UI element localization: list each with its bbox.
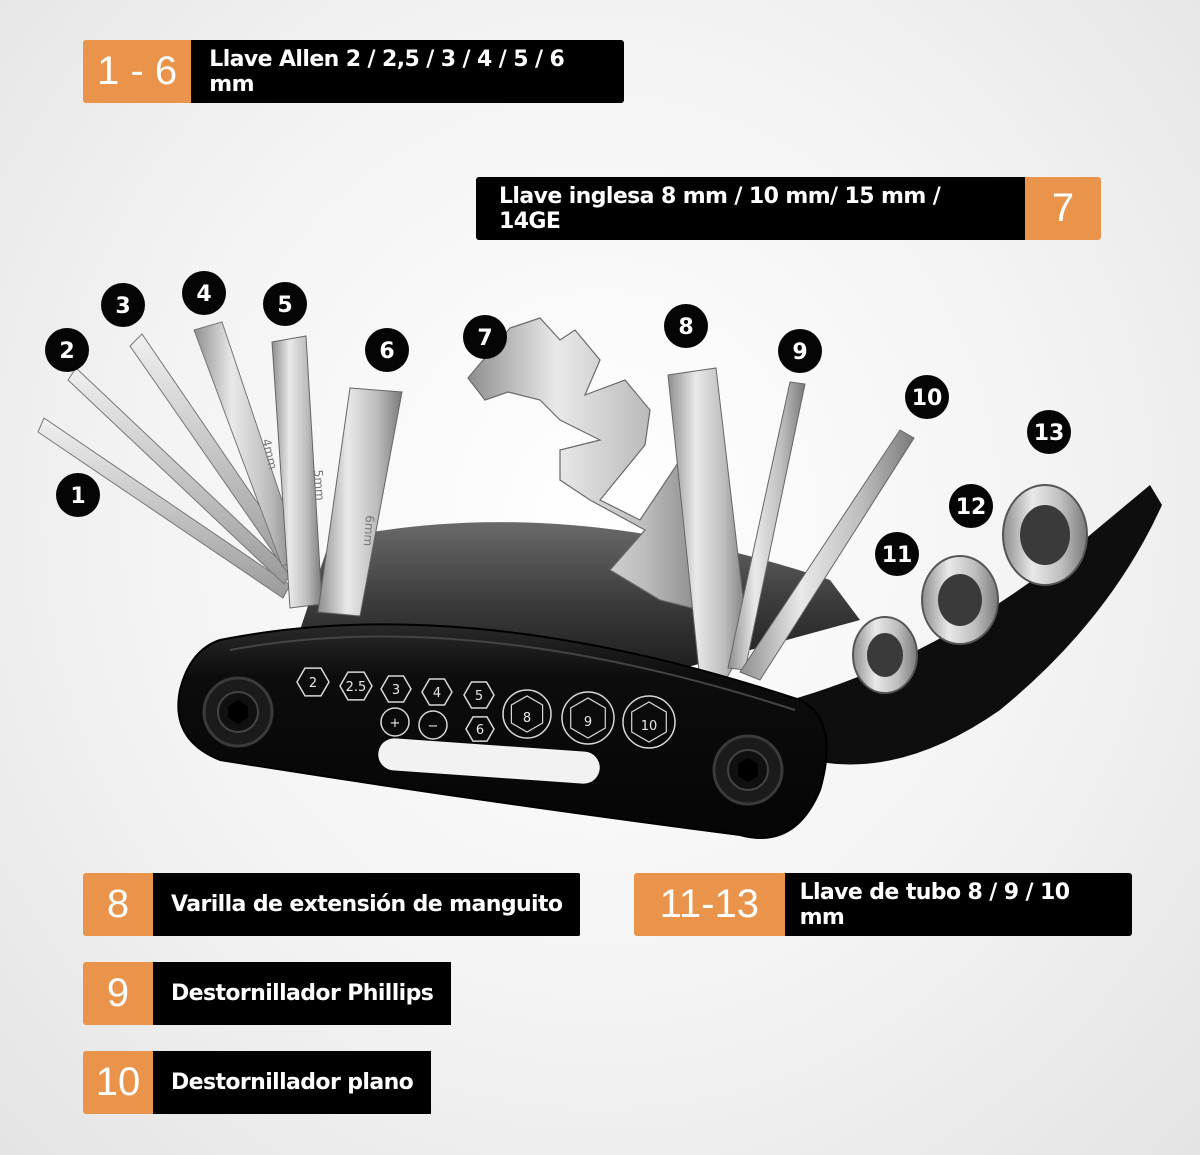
size-mark: 9	[561, 691, 615, 745]
number-badge-4: 4	[182, 271, 226, 315]
legend-number: 11-13	[634, 873, 785, 936]
body-slot	[378, 738, 600, 784]
size-mark-label: 6	[476, 723, 484, 738]
flat-screwdriver	[739, 429, 915, 681]
legend-socket-extension: 8 Varilla de extensión de manguito	[83, 873, 581, 936]
bolt-left	[202, 676, 274, 748]
number-badge-10: 10	[905, 375, 949, 419]
badge-label: 10	[912, 386, 943, 411]
size-mark: 2.5	[339, 671, 373, 701]
size-mark: 3	[380, 675, 412, 703]
number-badge-11: 11	[875, 532, 919, 576]
legend-wrench: Llave inglesa 8 mm / 10 mm/ 15 mm / 14GE…	[476, 177, 1101, 240]
size-mark-label: 10	[641, 719, 658, 734]
badge-label: 12	[956, 495, 987, 520]
legend-allen-keys: 1 - 6 Llave Allen 2 / 2,5 / 3 / 4 / 5 / …	[83, 40, 624, 103]
badge-label: 6	[379, 339, 394, 364]
number-badge-3: 3	[101, 283, 145, 327]
size-mark: 6	[465, 716, 495, 742]
hex-key-label: 6mm	[361, 515, 377, 547]
legend-number: 7	[1025, 177, 1101, 240]
legend-number: 1 - 6	[83, 40, 192, 103]
allen-keys	[37, 321, 403, 617]
legend-number: 8	[83, 873, 153, 936]
size-markings: 2 2.5 3 4 5 8 9 10 + − 6	[296, 667, 676, 749]
size-mark: 8	[502, 689, 552, 739]
badge-label: 11	[882, 543, 913, 568]
badge-label: 1	[70, 484, 85, 509]
size-mark: 10	[622, 695, 676, 749]
legend-socket-wrench: 11-13 Llave de tubo 8 / 9 / 10 mm	[634, 873, 1132, 936]
size-mark: 2	[296, 667, 330, 697]
size-mark: 4	[421, 678, 453, 706]
legend-number: 10	[83, 1051, 153, 1114]
badge-label: 13	[1034, 421, 1065, 446]
number-badge-9: 9	[778, 329, 822, 373]
sockets	[852, 484, 1088, 694]
size-mark-label: 2	[309, 676, 317, 691]
legend-number: 9	[83, 962, 153, 1025]
badge-label: 2	[59, 339, 74, 364]
size-mark-label: 5	[475, 689, 483, 704]
number-badge-5: 5	[263, 282, 307, 326]
number-badge-12: 12	[949, 484, 993, 528]
size-mark: +	[380, 707, 410, 737]
badge-label: 8	[678, 315, 693, 340]
number-badge-2: 2	[45, 328, 89, 372]
number-badge-6: 6	[365, 328, 409, 372]
size-mark-label: 2.5	[346, 680, 367, 695]
legend-flat-screwdriver: 10 Destornillador plano	[83, 1051, 462, 1114]
legend-text: Llave de tubo 8 / 9 / 10 mm	[784, 873, 1132, 936]
badge-label: 3	[115, 294, 130, 319]
size-mark-label: 9	[584, 715, 592, 730]
allen-key-6	[317, 387, 403, 617]
legend-text: Destornillador plano	[153, 1051, 432, 1114]
legend-text: Llave Allen 2 / 2,5 / 3 / 4 / 5 / 6 mm	[191, 40, 624, 103]
badge-label: 9	[792, 340, 807, 365]
size-mark: 5	[463, 681, 495, 709]
badge-label: 7	[477, 326, 492, 351]
legend-phillips: 9 Destornillador Phillips	[83, 962, 462, 1025]
legend-text: Llave inglesa 8 mm / 10 mm/ 15 mm / 14GE	[476, 177, 1025, 240]
size-mark-label: 8	[523, 711, 531, 726]
size-mark-label: 4	[433, 686, 441, 701]
legend-text: Destornillador Phillips	[153, 962, 452, 1025]
size-mark-label: 3	[392, 683, 400, 698]
number-badge-13: 13	[1027, 410, 1071, 454]
size-mark-label: −	[428, 719, 439, 734]
bolt-right	[712, 734, 784, 806]
legend-text: Varilla de extensión de manguito	[153, 873, 581, 936]
size-mark-label: +	[390, 716, 401, 731]
badge-label: 4	[196, 282, 211, 307]
hex-key-label: 5mm	[311, 469, 327, 501]
number-badge-8: 8	[664, 304, 708, 348]
number-badge-7: 7	[463, 315, 507, 359]
number-badge-1: 1	[56, 473, 100, 517]
badge-label: 5	[277, 293, 292, 318]
size-mark: −	[418, 710, 448, 740]
tool-body	[177, 623, 828, 839]
